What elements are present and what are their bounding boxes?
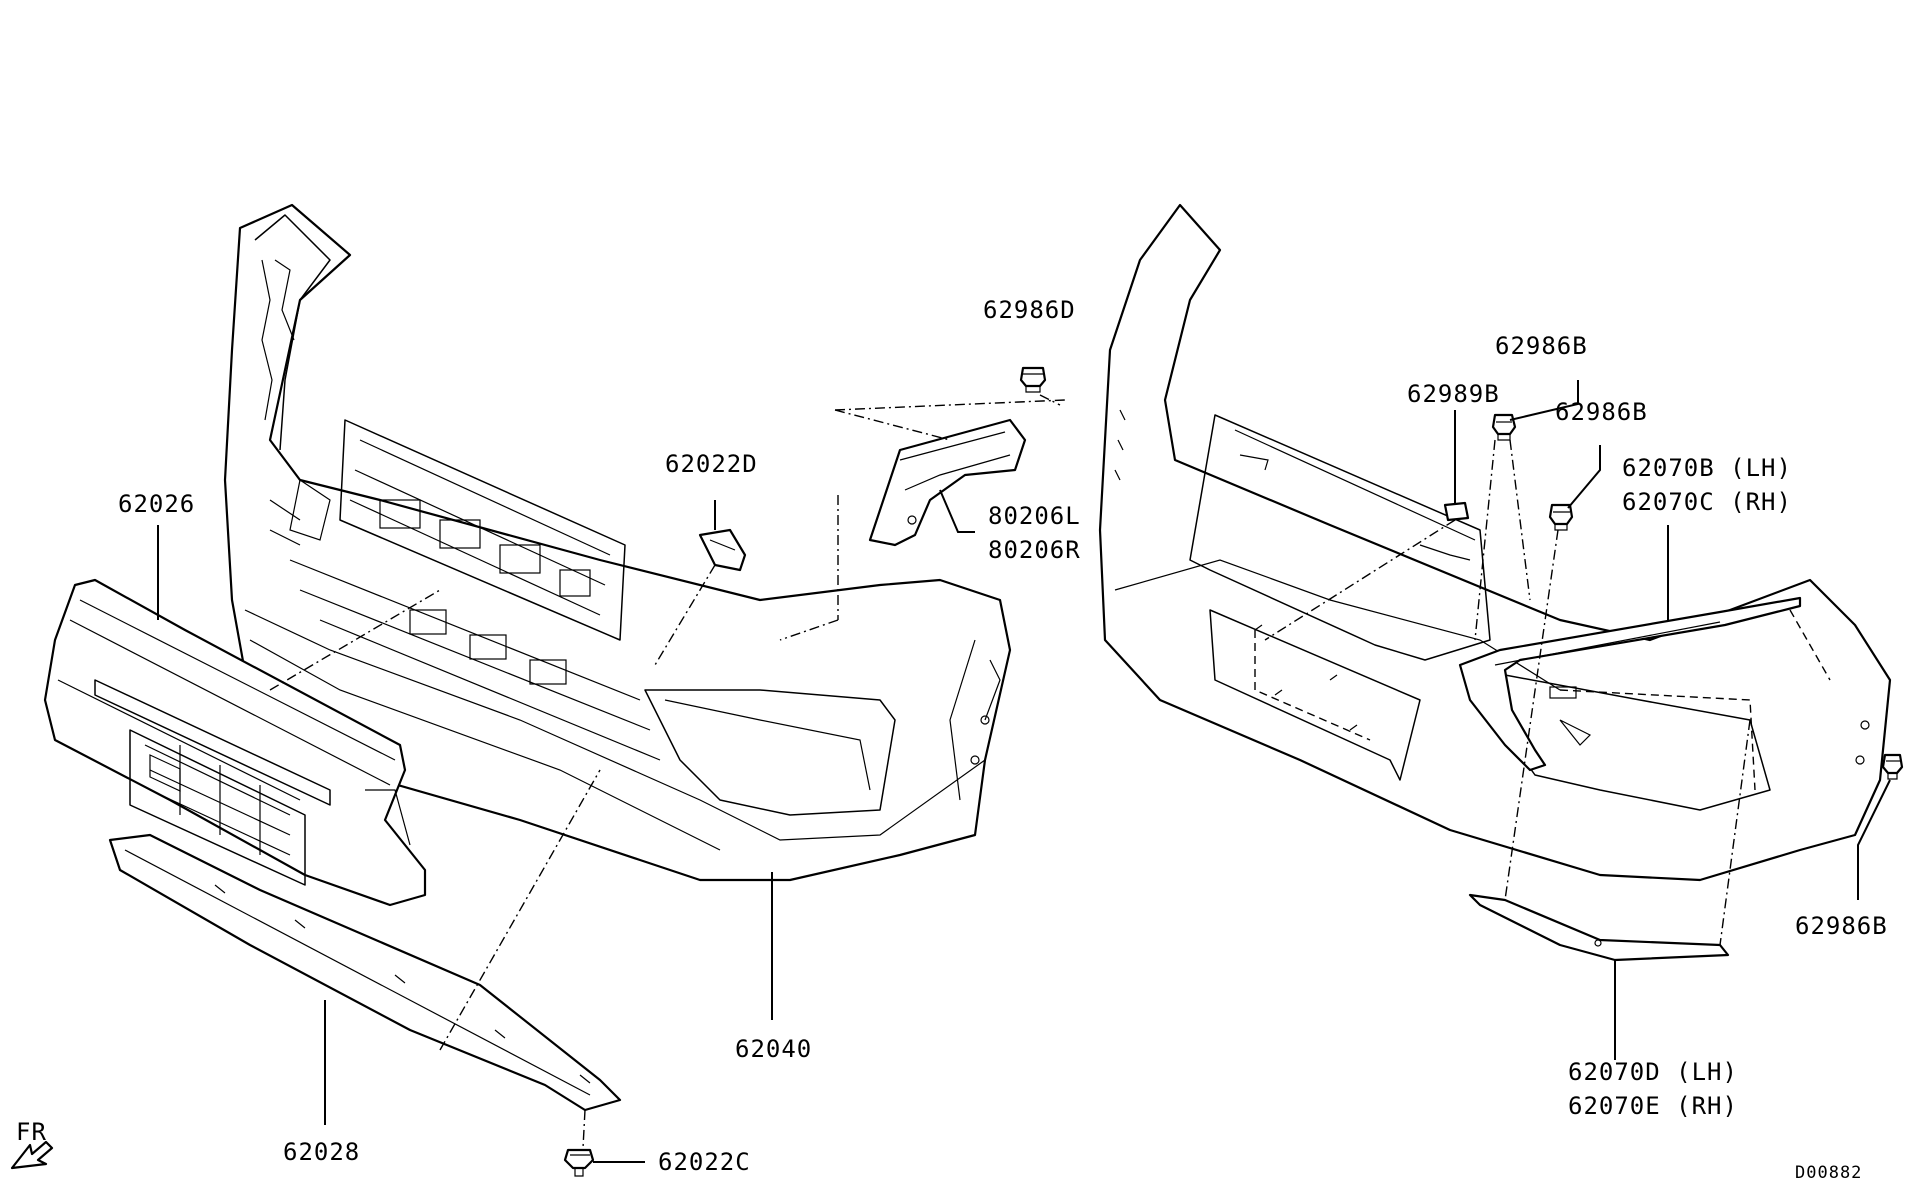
rear-bumper-face [1098, 203, 1892, 882]
label-62986D: 62986D [983, 296, 1076, 324]
lower-garnish-62070D [1468, 893, 1730, 962]
screw-62986D [1019, 366, 1047, 393]
clip-62022C [563, 1148, 595, 1177]
label-62028: 62028 [283, 1138, 360, 1166]
clip-62989B [1443, 501, 1470, 522]
screw-62986B-top [1491, 413, 1517, 441]
label-62986B-top: 62986B [1495, 332, 1588, 360]
lower-garnish-62028 [108, 833, 622, 1112]
label-62022C: 62022C [658, 1148, 751, 1176]
right-leaders [1264, 380, 1891, 1060]
label-80206L: 80206L [988, 502, 1081, 530]
bumper-side-bracket [868, 418, 1027, 547]
diagram-code: D00882 [1795, 1163, 1862, 1183]
label-62070D: 62070D (LH) [1568, 1058, 1738, 1086]
label-62070B: 62070B (LH) [1622, 454, 1792, 482]
label-62986B-mid: 62986B [1555, 398, 1648, 426]
label-62022D: 62022D [665, 450, 758, 478]
front-grille-62026 [43, 578, 427, 907]
front-bumper-face [223, 203, 1012, 882]
screw-62986B-mid [1548, 503, 1574, 531]
label-62040: 62040 [735, 1035, 812, 1063]
left-leaders [157, 394, 1066, 1163]
label-62070E: 62070E (RH) [1568, 1092, 1738, 1120]
direction-label: FR [16, 1118, 47, 1146]
label-62989B: 62989B [1407, 380, 1500, 408]
front-direction-arrow-icon [10, 1140, 54, 1170]
label-62986B-right: 62986B [1795, 912, 1888, 940]
upper-garnish-62070B [1458, 596, 1802, 772]
label-80206R: 80206R [988, 536, 1081, 564]
label-62026: 62026 [118, 490, 195, 518]
screw-62986B-right [1881, 753, 1904, 780]
label-62070C: 62070C (RH) [1622, 488, 1792, 516]
bumper-reinforcement-frame [269, 419, 661, 761]
clip-62022D [698, 528, 747, 572]
